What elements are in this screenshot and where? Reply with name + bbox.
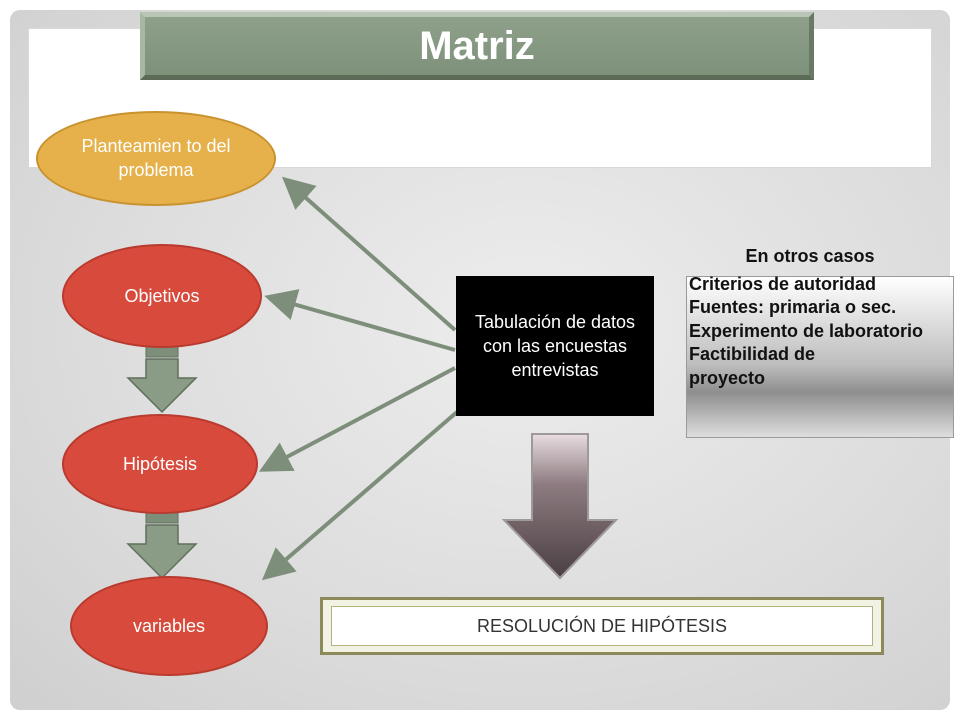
connector-to-planteamiento <box>282 176 457 332</box>
connector-to-hipotesis <box>258 366 456 472</box>
node-hipotesis-label: Hipótesis <box>122 453 198 474</box>
node-objetivos: Objetivos <box>62 244 262 348</box>
connector-to-variables <box>261 410 459 581</box>
page-title: Matriz <box>419 23 535 68</box>
criteria-heading: En otros casos <box>745 246 875 266</box>
criteria-list: Criterios de autoridad Fuentes: primaria… <box>689 273 955 390</box>
criteria-item: Fuentes: primaria o sec. <box>689 297 897 318</box>
resolution-inner: RESOLUCIÓN DE HIPÓTESIS <box>331 606 873 646</box>
criteria-item: Criterios de autoridad <box>689 274 877 294</box>
title-bar: Matriz <box>140 12 814 80</box>
down-arrow-hipotesis-variables <box>126 512 198 580</box>
connector-to-objetivos <box>264 289 456 352</box>
criteria-item: Experimento de laboratorio <box>689 320 924 341</box>
big-down-arrow <box>501 433 619 580</box>
criteria-item: Factibilidad de proyecto <box>689 344 816 388</box>
criteria-box <box>686 276 954 438</box>
node-planteamiento-label: Planteamien to del problema <box>81 136 231 180</box>
resolution-label: RESOLUCIÓN DE HIPÓTESIS <box>476 615 728 636</box>
node-hipotesis: Hipótesis <box>62 414 258 514</box>
down-arrow-objetivos-hipotesis <box>126 346 198 414</box>
tabulation-text: Tabulación de datos con las encuestas en… <box>474 311 636 381</box>
resolution-box: RESOLUCIÓN DE HIPÓTESIS <box>320 597 884 655</box>
node-objetivos-label: Objetivos <box>124 285 200 306</box>
node-planteamiento: Planteamien to del problema <box>36 111 276 206</box>
tabulation-box: Tabulación de datos con las encuestas en… <box>456 276 654 416</box>
node-variables: variables <box>70 576 268 676</box>
node-variables-label: variables <box>132 615 206 636</box>
